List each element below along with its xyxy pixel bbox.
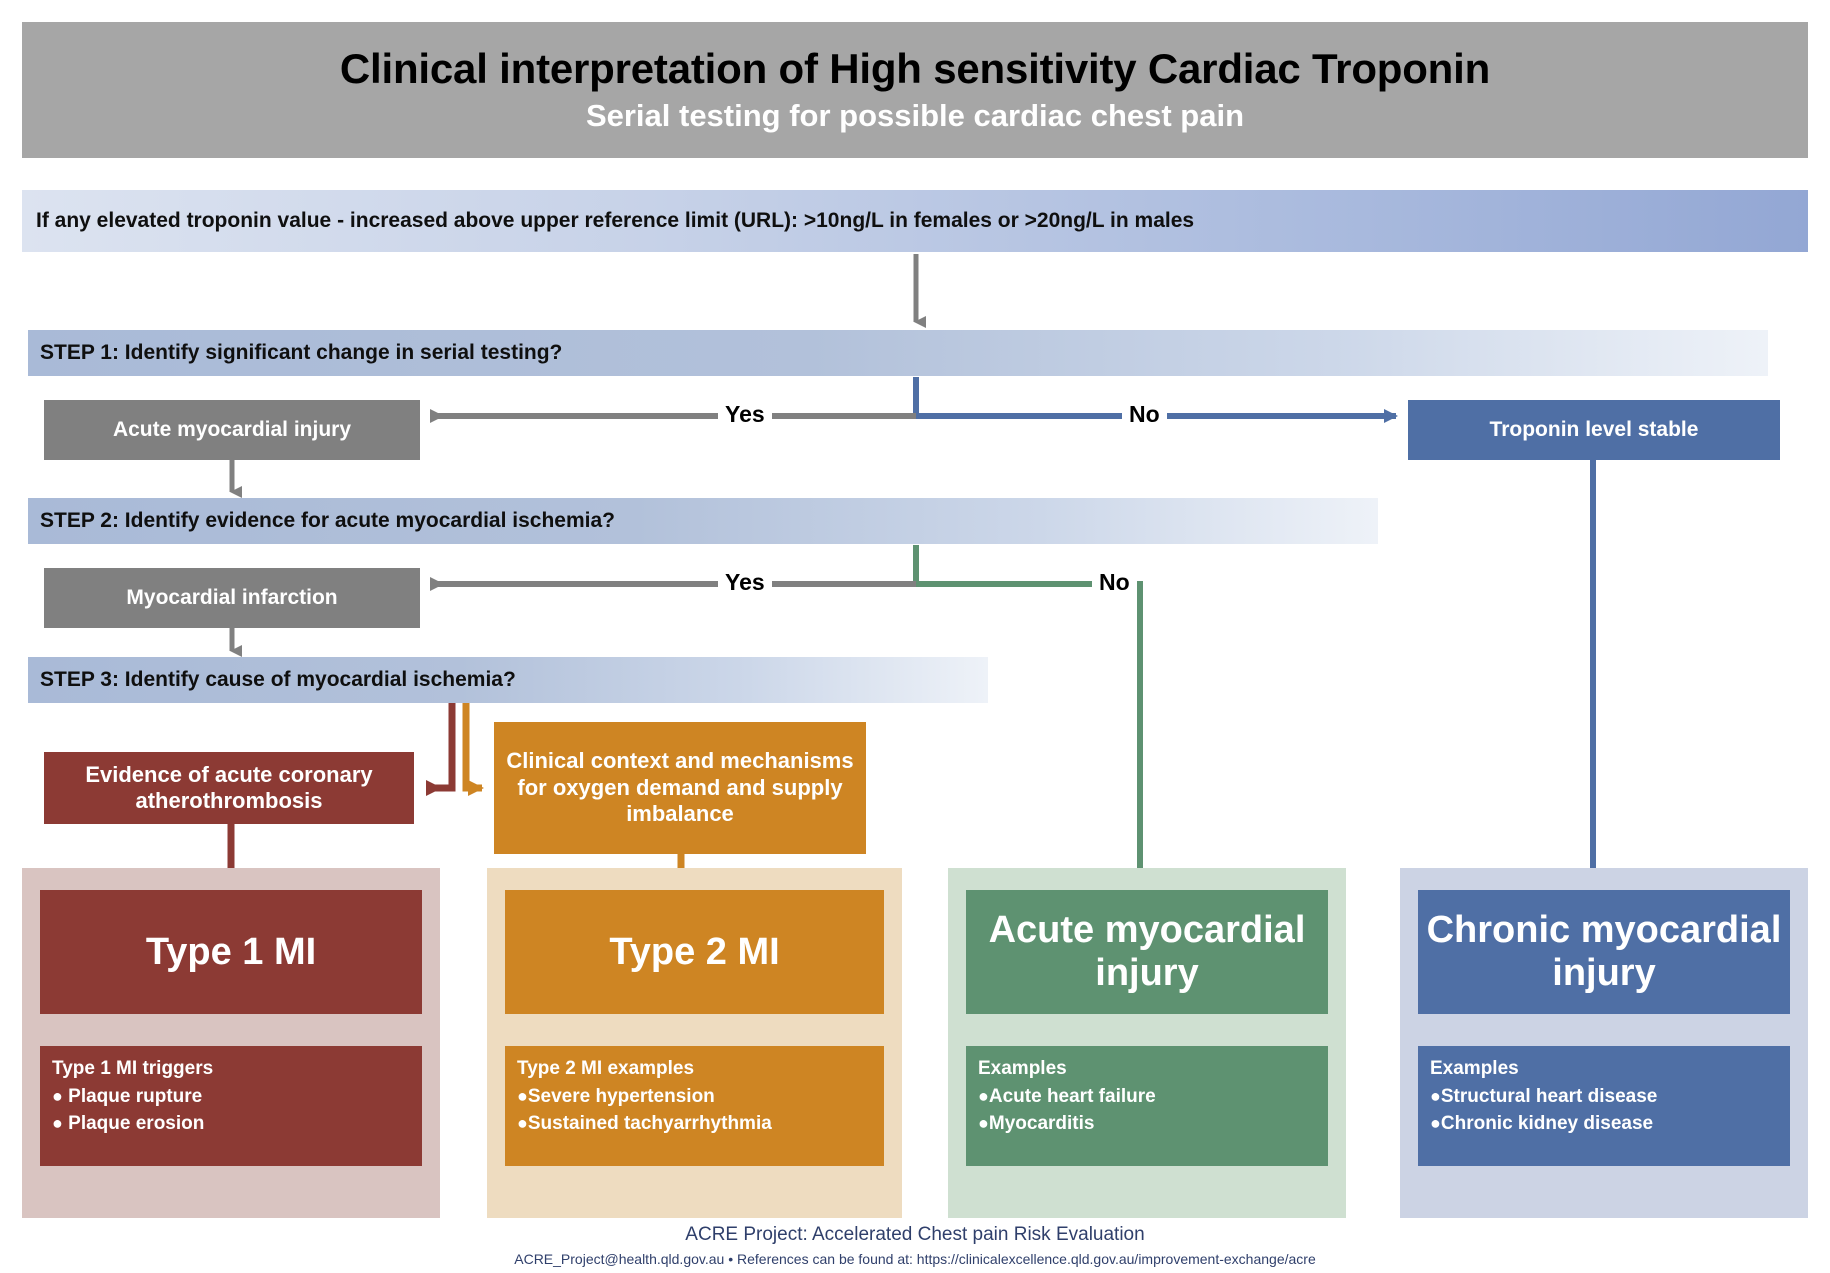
edge-label-step2-no: No [1092,571,1137,594]
bullet-icon: ● [52,1085,63,1106]
outcome-panel-type2-mi: Type 2 MI Type 2 MI examples ●Severe hyp… [487,868,902,1218]
step-3-bar: STEP 3: Identify cause of myocardial isc… [28,657,988,703]
node-oxygen-demand-supply-imbalance: Clinical context and mechanisms for oxyg… [494,722,866,854]
footer-contact-line: ACRE_Project@health.qld.gov.au • Referen… [514,1251,1316,1267]
example-text: Plaque rupture [68,1085,203,1107]
outcome-title: Type 2 MI [505,890,884,1014]
example-text: Severe hypertension [527,1085,715,1107]
bullet-icon: ● [517,1085,528,1106]
edge-label-step1-yes: Yes [718,403,772,426]
examples-heading: Type 2 MI examples [517,1058,695,1079]
example-text: Acute heart failure [988,1085,1156,1107]
outcome-examples: Type 1 MI triggers ● Plaque rupture ● Pl… [40,1046,422,1166]
edge-label-step1-no: No [1122,403,1167,426]
outcome-panel-acute-myocardial-injury: Acute myocardial injury Examples ●Acute … [948,868,1346,1218]
example-item: ●Severe hypertension [517,1084,872,1111]
example-text: Structural heart disease [1440,1085,1658,1107]
step-1-label: STEP 1: Identify significant change in s… [40,341,563,364]
example-text: Chronic kidney disease [1440,1112,1654,1134]
step-3-label: STEP 3: Identify cause of myocardial isc… [40,668,516,691]
outcome-panel-type1-mi: Type 1 MI Type 1 MI triggers ● Plaque ru… [22,868,440,1218]
step-2-bar: STEP 2: Identify evidence for acute myoc… [28,498,1378,544]
step-2-label: STEP 2: Identify evidence for acute myoc… [40,509,615,532]
examples-heading: Examples [978,1058,1067,1079]
node-troponin-level-stable: Troponin level stable [1408,400,1780,460]
outcome-panel-chronic-myocardial-injury: Chronic myocardial injury Examples ●Stru… [1400,868,1808,1218]
outcome-examples: Examples ●Structural heart disease ●Chro… [1418,1046,1790,1166]
bullet-icon: ● [1430,1112,1441,1133]
edge-label-step2-yes: Yes [718,571,772,594]
example-text: Sustained tachyarrhythmia [527,1112,772,1134]
outcome-examples: Type 2 MI examples ●Severe hypertension … [505,1046,884,1166]
page-subtitle: Serial testing for possible cardiac ches… [585,97,1245,133]
bullet-icon: ● [517,1112,528,1133]
example-item: ●Structural heart disease [1430,1084,1778,1111]
example-item: ● Plaque erosion [52,1111,410,1138]
example-text: Plaque erosion [68,1112,205,1134]
example-item: ●Chronic kidney disease [1430,1111,1778,1138]
footer-project-line: ACRE Project: Accelerated Chest pain Ris… [685,1224,1145,1245]
example-text: Myocarditis [988,1112,1095,1134]
examples-heading: Examples [1430,1058,1519,1079]
example-item: ●Acute heart failure [978,1084,1316,1111]
outcome-title: Type 1 MI [40,890,422,1014]
node-myocardial-infarction: Myocardial infarction [44,568,420,628]
outcome-examples: Examples ●Acute heart failure ●Myocardit… [966,1046,1328,1166]
criteria-banner: If any elevated troponin value - increas… [22,190,1808,252]
bullet-icon: ● [52,1112,63,1133]
bullet-icon: ● [978,1085,989,1106]
bullet-icon: ● [978,1112,989,1133]
node-acute-myocardial-injury: Acute myocardial injury [44,400,420,460]
examples-heading: Type 1 MI triggers [52,1058,214,1079]
step-1-bar: STEP 1: Identify significant change in s… [28,330,1768,376]
header-banner: Clinical interpretation of High sensitiv… [22,22,1808,158]
node-acute-coronary-atherothrombosis: Evidence of acute coronary atherothrombo… [44,752,414,824]
bullet-icon: ● [1430,1085,1441,1106]
outcome-title: Chronic myocardial injury [1418,890,1790,1014]
outcome-title: Acute myocardial injury [966,890,1328,1014]
example-item: ● Plaque rupture [52,1084,410,1111]
example-item: ●Myocarditis [978,1111,1316,1138]
criteria-text: If any elevated troponin value - increas… [36,209,1195,232]
example-item: ●Sustained tachyarrhythmia [517,1111,872,1138]
page-title: Clinical interpretation of High sensitiv… [339,45,1491,93]
